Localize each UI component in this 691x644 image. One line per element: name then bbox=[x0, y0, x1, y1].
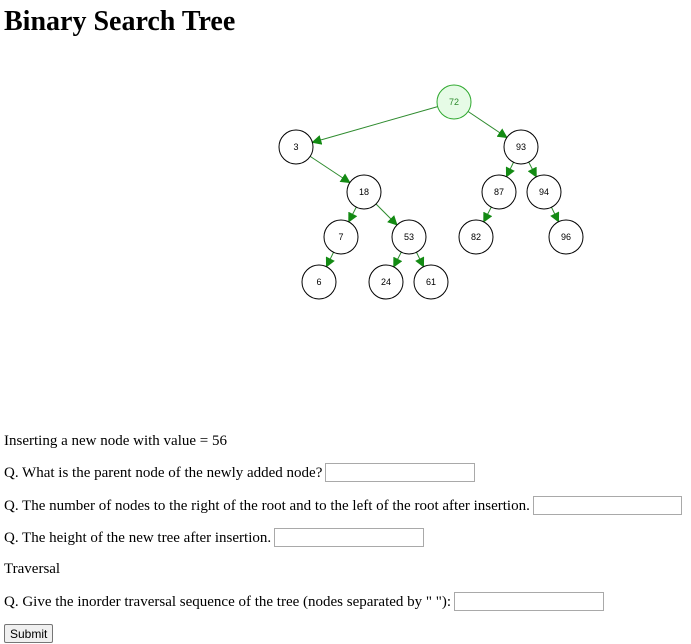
insert-info: Inserting a new node with value = 56 bbox=[4, 432, 227, 450]
tree-node-94: 94 bbox=[526, 174, 562, 210]
question-height-label: Q. The height of the new tree after inse… bbox=[4, 529, 272, 546]
tree-node-circle bbox=[278, 129, 314, 165]
traversal-label: Traversal bbox=[4, 561, 61, 577]
tree-node-circle bbox=[503, 129, 539, 165]
node-count-input[interactable] bbox=[532, 496, 682, 515]
tree-node-96: 96 bbox=[548, 219, 584, 255]
tree-node-label: 7 bbox=[338, 232, 343, 242]
tree-node-circle bbox=[391, 219, 427, 255]
tree-node-61: 61 bbox=[413, 264, 449, 300]
tree-node-6: 6 bbox=[301, 264, 337, 300]
tree-node-93: 93 bbox=[503, 129, 539, 165]
page-title: Binary Search Tree bbox=[4, 6, 236, 37]
traversal-heading: Traversal bbox=[4, 560, 60, 578]
tree-node-87: 87 bbox=[481, 174, 517, 210]
tree-node-circle bbox=[458, 219, 494, 255]
tree-node-7: 7 bbox=[323, 219, 359, 255]
question-inorder-label: Q. Give the inorder traversal sequence o… bbox=[4, 593, 452, 610]
tree-node-label: 61 bbox=[426, 277, 436, 287]
tree-node-label: 24 bbox=[381, 277, 391, 287]
tree-node-3: 3 bbox=[278, 129, 314, 165]
tree-node-label: 72 bbox=[449, 97, 459, 107]
edge-53-24 bbox=[393, 251, 403, 268]
tree-node-label: 82 bbox=[471, 232, 481, 242]
tree-node-label: 3 bbox=[293, 142, 298, 152]
tree-diagram: 72 3 93 18 87 94 7 53 82 96 6 24 61 bbox=[278, 84, 584, 300]
edge-7-6 bbox=[325, 252, 335, 268]
tree-node-72: 72 bbox=[436, 84, 472, 120]
tree-node-circle bbox=[301, 264, 337, 300]
edge-72-93 bbox=[467, 111, 508, 139]
parent-node-input[interactable] bbox=[325, 463, 476, 482]
tree-node-circle bbox=[481, 174, 517, 210]
question-inorder: Q. Give the inorder traversal sequence o… bbox=[4, 592, 605, 611]
tree-node-label: 93 bbox=[516, 142, 526, 152]
edge-18-7 bbox=[348, 206, 358, 223]
tree-node-circle bbox=[436, 84, 472, 120]
tree-node-circle bbox=[413, 264, 449, 300]
insert-text: Inserting a new node with value = 56 bbox=[4, 433, 227, 449]
tree-node-circle bbox=[368, 264, 404, 300]
edge-93-94 bbox=[527, 161, 537, 178]
edge-18-53 bbox=[375, 203, 398, 226]
submit-button[interactable]: Submit bbox=[4, 624, 54, 643]
tree-node-18: 18 bbox=[346, 174, 382, 210]
tree-node-circle bbox=[346, 174, 382, 210]
edge-87-82 bbox=[483, 206, 493, 223]
edge-93-87 bbox=[505, 162, 515, 178]
tree-node-circle bbox=[323, 219, 359, 255]
edge-3-18 bbox=[309, 155, 351, 184]
question-parent-node: Q. What is the parent node of the newly … bbox=[4, 463, 476, 482]
height-input[interactable] bbox=[274, 528, 425, 547]
tree-node-24: 24 bbox=[368, 264, 404, 300]
tree-node-circle bbox=[526, 174, 562, 210]
edge-94-96 bbox=[550, 207, 560, 223]
tree-node-label: 94 bbox=[539, 187, 549, 197]
question-parent-node-label: Q. What is the parent node of the newly … bbox=[4, 464, 323, 481]
question-node-count-label: Q. The number of nodes to the right of t… bbox=[4, 497, 530, 514]
tree-node-82: 82 bbox=[458, 219, 494, 255]
tree-node-53: 53 bbox=[391, 219, 427, 255]
edge-53-61 bbox=[415, 252, 425, 268]
question-node-count: Q. The number of nodes to the right of t… bbox=[4, 496, 682, 515]
tree-node-label: 53 bbox=[404, 232, 414, 242]
tree-node-circle bbox=[548, 219, 584, 255]
question-height: Q. The height of the new tree after inse… bbox=[4, 528, 425, 547]
inorder-input[interactable] bbox=[454, 592, 605, 611]
tree-node-label: 6 bbox=[316, 277, 321, 287]
tree-node-label: 87 bbox=[494, 187, 504, 197]
edge-72-3 bbox=[311, 106, 438, 145]
tree-node-label: 96 bbox=[561, 232, 571, 242]
tree-node-label: 18 bbox=[359, 187, 369, 197]
